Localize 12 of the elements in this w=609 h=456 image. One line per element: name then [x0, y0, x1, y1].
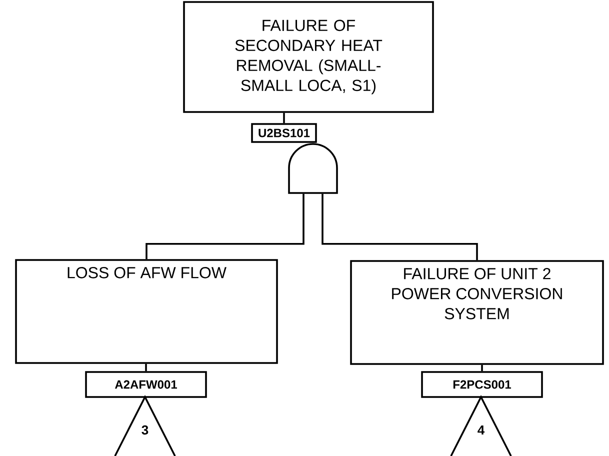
event-id-label: F2PCS001 [421, 371, 543, 398]
event-box: FAILURE OF UNIT 2 POWER CONVERSION SYSTEM [350, 260, 604, 365]
event-box: FAILURE OF SECONDARY HEAT REMOVAL (SMALL-SMALL LOCA, S1) [183, 1, 434, 113]
and-gate [288, 143, 338, 194]
event-id-label: U2BS101 [251, 123, 317, 143]
connector-line [283, 112, 285, 124]
connector-line [481, 364, 483, 372]
connector-line [322, 194, 478, 260]
event-box: LOSS OF AFW FLOW [15, 259, 278, 364]
connector-line [146, 194, 304, 260]
connector-line [145, 364, 147, 372]
event-id-label: A2AFW001 [85, 371, 207, 398]
